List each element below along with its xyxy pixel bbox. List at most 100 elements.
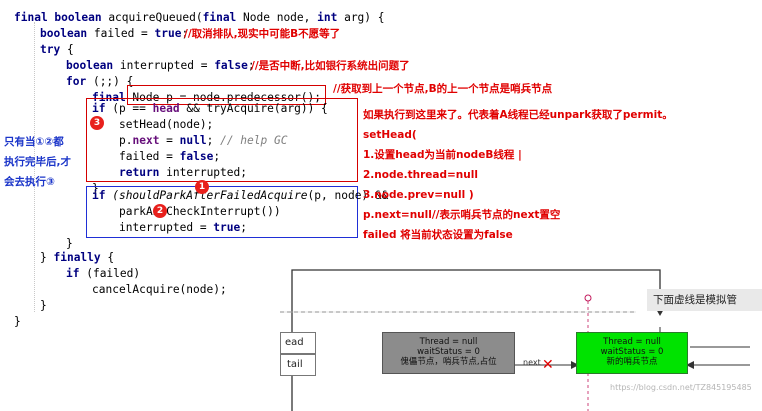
code-text: (;;) {	[92, 75, 134, 88]
code-line-17: } finally {	[40, 250, 114, 266]
step-badge-2: 2	[153, 204, 167, 218]
code-line-15: interrupted = true;	[119, 220, 247, 236]
next-label: next	[523, 358, 541, 367]
green-left-arrow-head	[686, 361, 694, 369]
code-comment: // help GC	[220, 134, 288, 147]
code-text: && tryAcquire(arg)) {	[179, 102, 328, 115]
keyword: false	[179, 150, 214, 163]
keyword: for	[66, 75, 93, 88]
keyword: boolean	[54, 11, 109, 24]
comment-interrupted: //是否中断,比如银行系统出问题了	[251, 60, 410, 72]
code-line-16: }	[66, 237, 73, 250]
code-line-12: }	[92, 182, 99, 195]
code-text: acquireQueued(	[108, 11, 203, 24]
note-set-head-node: 1.设置head为当前nodeB线程 |	[363, 149, 522, 161]
next-arrow-head	[571, 361, 579, 369]
keyword: final	[202, 11, 244, 24]
gray-node-thread: Thread = null	[419, 337, 478, 347]
green-node-desc: 新的哨兵节点	[606, 357, 658, 367]
keyword: true	[154, 27, 182, 40]
field-name: head	[152, 102, 180, 115]
keyword: if	[92, 189, 113, 202]
code-text: p.	[119, 134, 133, 147]
code-text: ;	[213, 150, 221, 163]
code-line-5: for (;;) {	[66, 74, 133, 90]
head-pointer-box: ead	[280, 332, 316, 354]
code-text: }	[40, 251, 54, 264]
code-line-7: if (p == head && tryAcquire(arg)) {	[92, 101, 328, 117]
code-text: failed =	[93, 27, 155, 40]
code-text: interrupted =	[119, 221, 214, 234]
keyword: return	[119, 166, 167, 179]
code-line-10: failed = false;	[119, 149, 220, 165]
code-line-19: cancelAcquire(node);	[92, 283, 227, 296]
code-line-18: if (failed)	[66, 266, 140, 282]
code-line-13: if (shouldParkAfterFailedAcquire(p, node…	[92, 188, 388, 204]
gray-sentinel-node: Thread = null waitStatus = 0 傀儡节点，哨兵节点,占…	[382, 332, 515, 374]
code-line-4: boolean interrupted = false;	[66, 58, 255, 74]
code-text: interrupted;	[166, 166, 247, 179]
keyword: true	[213, 221, 241, 234]
note-prev-null: 3.node.prev=null )	[363, 189, 474, 201]
code-text: (p ==	[112, 102, 153, 115]
code-line-20: }	[40, 299, 47, 312]
keyword: false	[214, 59, 248, 72]
tail-pointer-box: tail	[280, 354, 316, 376]
keyword: finally	[53, 251, 108, 264]
keyword: boolean	[66, 59, 120, 72]
code-line-8: setHead(node);	[119, 118, 214, 131]
keyword: final	[92, 91, 133, 104]
queue-diagram: ✕ 下面虚线是模拟管 ead tail Thread = null waitSt…	[280, 265, 762, 411]
field-name: next	[132, 134, 160, 147]
code-text: (p, node) &&	[307, 189, 389, 202]
step-badge-1: 1	[195, 180, 209, 194]
keyword: int	[317, 11, 345, 24]
code-text: failed =	[119, 150, 180, 163]
code-text: Node p = node.predecessor();	[132, 91, 322, 104]
keyword: try	[40, 43, 67, 56]
code-line-14: parkAndCheckInterrupt())	[119, 205, 281, 218]
code-line-21: }	[14, 315, 21, 328]
code-text: {	[107, 251, 115, 264]
code-line-2: boolean failed = true;	[40, 26, 188, 42]
note-sethead: setHead(	[363, 129, 417, 141]
code-text: ;	[240, 221, 247, 234]
diagram-hint: 下面虚线是模拟管	[647, 289, 762, 311]
green-node-waitstatus: waitStatus = 0	[600, 347, 664, 357]
method-call: (shouldParkAfterFailedAcquire	[112, 189, 308, 202]
note-next-null: p.next=null//表示哨兵节点的next置空	[363, 209, 561, 221]
code-line-3: try {	[40, 42, 74, 58]
keyword: null	[179, 134, 207, 147]
keyword: final	[14, 11, 55, 24]
code-text: =	[159, 134, 180, 147]
side-note-line-2: 执行完毕后,才	[4, 156, 71, 168]
green-sentinel-node: Thread = null waitStatus = 0 新的哨兵节点	[576, 332, 688, 374]
step-badge-3: 3	[90, 116, 104, 130]
code-text: interrupted =	[119, 59, 215, 72]
keyword: if	[66, 267, 87, 280]
note-unpark-permit: 如果执行到这里来了。代表着A线程已经unpark获取了permit。	[363, 109, 673, 121]
gray-node-waitstatus: waitStatus = 0	[417, 347, 480, 357]
code-line-11: return interrupted;	[119, 165, 247, 181]
note-thread-null: 2.node.thread=null	[363, 169, 478, 181]
indent-guide	[34, 22, 35, 312]
marker-circle	[584, 294, 592, 302]
green-node-thread: Thread = null	[603, 337, 661, 347]
note-failed-false: failed 将当前状态设置为false	[363, 229, 513, 241]
code-line-9: p.next = null; // help GC	[119, 133, 287, 149]
csdn-watermark: https://blog.csdn.net/TZ845195485	[610, 383, 752, 392]
comment-cancel-queue: //取消排队,现实中可能B不愿等了	[184, 28, 341, 40]
cross-mark: ✕	[542, 357, 554, 373]
code-text: arg) {	[344, 11, 385, 24]
code-text: ;	[247, 59, 255, 72]
side-note-line-1: 只有当①②都	[4, 136, 64, 148]
keyword: boolean	[40, 27, 94, 40]
code-text: {	[66, 43, 74, 56]
comment-predecessor: //获取到上一个节点,B的上一个节点是哨兵节点	[333, 83, 553, 95]
code-text: Node node,	[243, 11, 318, 24]
code-line-6: final Node p = node.predecessor();	[92, 90, 321, 106]
gray-node-desc: 傀儡节点，哨兵节点,占位	[400, 357, 497, 367]
keyword: if	[92, 102, 113, 115]
side-note-line-3: 会去执行③	[4, 176, 55, 188]
